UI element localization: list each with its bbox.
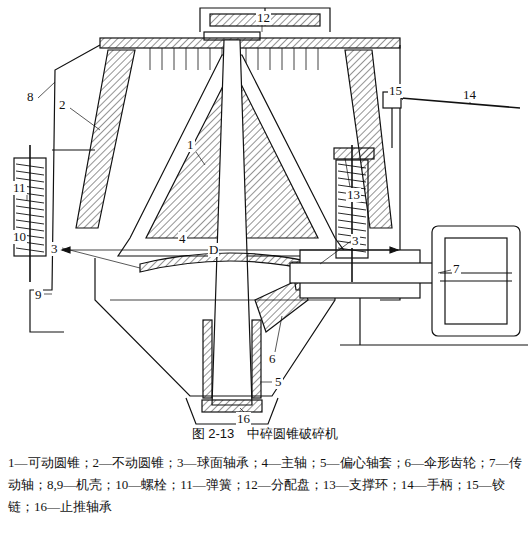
callout-number: D <box>208 243 219 257</box>
hatch-stroke <box>186 48 187 70</box>
callout-number: 15 <box>388 84 403 98</box>
hatch-stroke <box>258 48 259 70</box>
hatch-stroke <box>174 48 175 70</box>
hatch-stroke <box>338 178 366 182</box>
figure-caption: 1—可动圆锥；2—不动圆锥；3—球面轴承；4—主轴；5—偏心轴套；6—伞形齿轮；… <box>8 452 524 518</box>
callout-number: 3 <box>50 242 59 256</box>
hatch-stroke <box>338 220 366 224</box>
hatch-stroke <box>16 213 44 217</box>
callout-number: 10 <box>12 230 27 244</box>
callout-number: 16 <box>236 412 251 426</box>
hatch-stroke <box>16 199 44 203</box>
callout-number: 1 <box>186 138 195 152</box>
crusher-illustration <box>0 0 530 430</box>
callout-number: 7 <box>452 262 461 276</box>
hatch-stroke <box>282 48 283 70</box>
hatch-stroke <box>338 227 366 231</box>
hatch-stroke <box>16 206 44 210</box>
hatch-stroke <box>16 164 44 168</box>
callout-number: 3 <box>351 234 360 248</box>
hatch-stroke <box>338 164 366 168</box>
callout-number: 8 <box>26 90 35 104</box>
hatch-stroke <box>16 171 44 175</box>
callout-number: 12 <box>256 11 271 25</box>
hatch-stroke <box>270 48 271 70</box>
callout-number: 4 <box>178 232 187 246</box>
hatch-stroke <box>338 171 366 175</box>
figure-title: 图 2-13 中碎圆锥破碎机 <box>0 425 530 443</box>
hatch-stroke <box>198 48 199 70</box>
hatch-stroke <box>162 48 163 70</box>
hatch-stroke <box>338 206 366 210</box>
hatch-stroke <box>150 48 151 70</box>
hatch-stroke <box>338 213 366 217</box>
hatch-stroke <box>306 48 307 70</box>
hatch-stroke <box>318 48 319 70</box>
callout-number: 13 <box>346 188 361 202</box>
hatch-stroke <box>16 248 44 252</box>
callout-number: 11 <box>12 181 27 195</box>
hatch-stroke <box>16 220 44 224</box>
callout-number: 14 <box>462 88 477 102</box>
hatch-stroke <box>294 48 295 70</box>
callout-number: 5 <box>274 375 283 389</box>
callout-number: 9 <box>34 288 43 302</box>
callout-number: 2 <box>58 98 67 112</box>
callout-number: 6 <box>268 352 277 366</box>
hatch-stroke <box>210 48 211 70</box>
